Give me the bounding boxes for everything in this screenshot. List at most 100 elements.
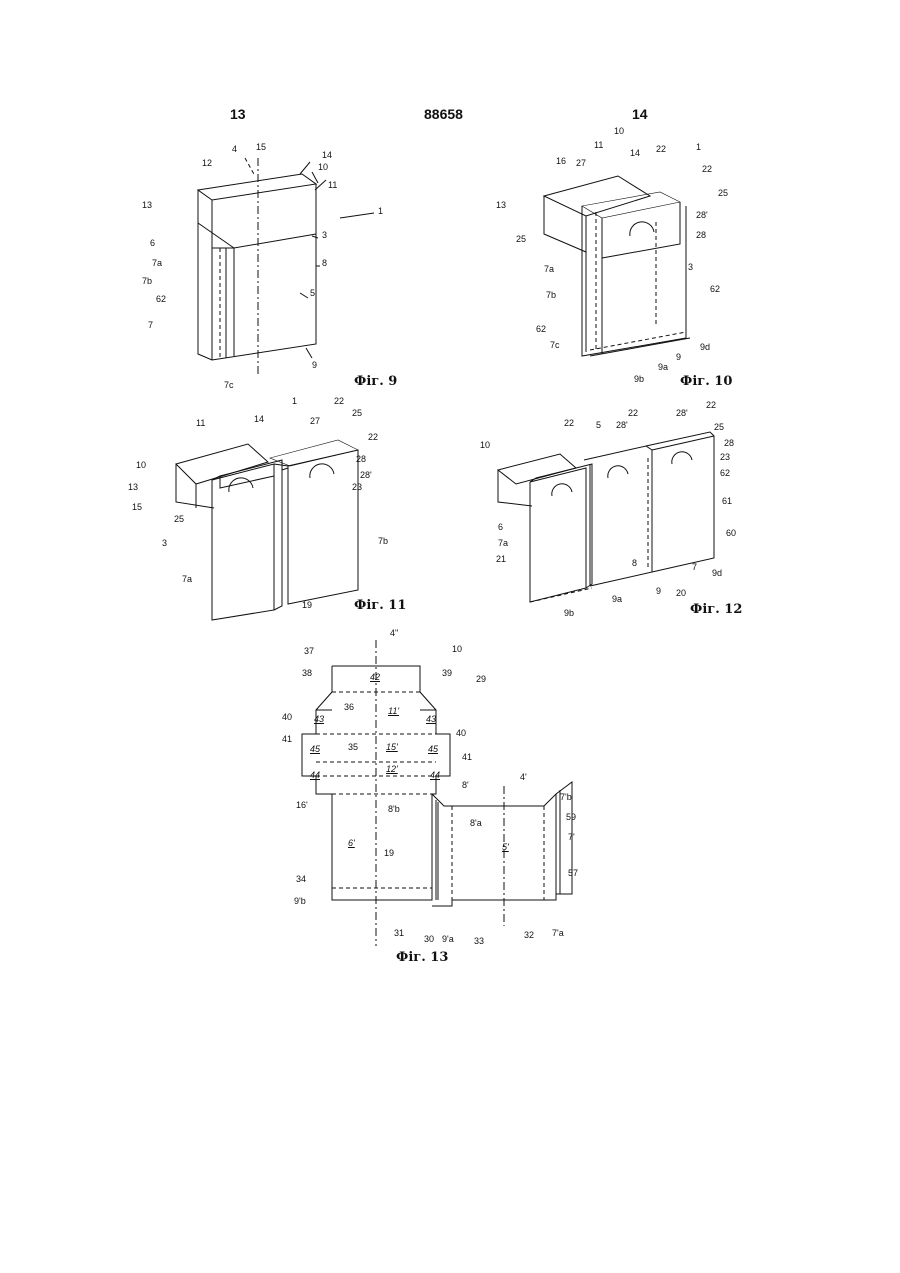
fig13-label: 19 <box>384 848 394 858</box>
figure-13-caption: Фiг. 13 <box>396 950 448 965</box>
fig12-label: 20 <box>676 588 686 598</box>
fig10-label: 9a <box>658 362 668 372</box>
fig11-label: 14 <box>254 414 264 424</box>
fig11-label: 3 <box>162 538 167 548</box>
fig10-label: 62 <box>710 284 720 294</box>
fig13-label: 9'a <box>442 934 454 944</box>
fig9-label: 13 <box>142 200 152 210</box>
fig13-label: 34 <box>296 874 306 884</box>
fig9-label: 3 <box>322 230 327 240</box>
figure-11 <box>124 392 404 622</box>
page-number-left: 13 <box>230 106 246 122</box>
fig11-label: 22 <box>368 432 378 442</box>
fig13-label: 57 <box>568 868 578 878</box>
fig12-label: 9a <box>612 594 622 604</box>
fig13-label: 37 <box>304 646 314 656</box>
fig13-label: 40 <box>456 728 466 738</box>
fig10-label: 1 <box>696 142 701 152</box>
fig13-label: 31 <box>394 928 404 938</box>
fig13-label: 44 <box>430 770 440 780</box>
page-number-right: 14 <box>632 106 648 122</box>
fig10-label: 3 <box>688 262 693 272</box>
fig12-label: 21 <box>496 554 506 564</box>
fig12-label: 7 <box>692 562 697 572</box>
figure-10 <box>490 126 730 386</box>
fig10-label: 11 <box>594 140 603 150</box>
fig12-label: 8 <box>632 558 637 568</box>
figure-9-labels <box>140 138 400 398</box>
fig13-label: 12' <box>386 764 398 774</box>
fig10-label: 10 <box>614 126 624 136</box>
fig13-label: 11' <box>388 706 399 716</box>
fig10-label: 22 <box>656 144 666 154</box>
fig12-label: 61 <box>722 496 732 506</box>
fig12-label: 9 <box>656 586 661 596</box>
fig12-label: 28' <box>676 408 688 418</box>
patent-number: 88658 <box>424 106 463 122</box>
fig11-label: 25 <box>352 408 362 418</box>
fig13-label: 41 <box>462 752 472 762</box>
fig13-label: 30 <box>424 934 434 944</box>
fig11-label: 28' <box>360 470 372 480</box>
fig10-label: 22 <box>702 164 712 174</box>
fig11-label: 22 <box>334 396 344 406</box>
fig10-label: 28' <box>696 210 708 220</box>
fig13-label: 8'b <box>388 804 400 814</box>
fig11-label: 19 <box>302 600 312 610</box>
fig12-label: 9d <box>712 568 722 578</box>
fig13-label: 59 <box>566 812 576 822</box>
fig11-label: 28 <box>356 454 366 464</box>
fig13-label: 44 <box>310 770 320 780</box>
fig13-label: 9'b <box>294 896 306 906</box>
fig11-label: 25 <box>174 514 184 524</box>
fig9-label: 9 <box>312 360 317 370</box>
fig13-label: 41 <box>282 734 292 744</box>
fig10-label: 9 <box>676 352 681 362</box>
fig12-label: 25 <box>714 422 724 432</box>
fig9-label: 62 <box>156 294 166 304</box>
fig10-label: 28 <box>696 230 706 240</box>
fig9-label: 7b <box>142 276 152 286</box>
fig13-label: 40 <box>282 712 292 722</box>
fig10-label: 7b <box>546 290 556 300</box>
fig12-label: 10 <box>480 440 490 450</box>
fig9-label: 11 <box>328 180 337 190</box>
fig9-label: 4 <box>232 144 237 154</box>
fig13-label: 38 <box>302 668 312 678</box>
fig11-label: 23 <box>352 482 362 492</box>
figure-11-caption: Фiг. 11 <box>354 598 406 613</box>
fig9-label: 6 <box>150 238 155 248</box>
fig12-label: 9b <box>564 608 574 618</box>
fig13-label: 45 <box>428 744 438 754</box>
fig12-label: 28' <box>616 420 628 430</box>
figure-11-drawing <box>124 392 404 622</box>
fig13-label: 5' <box>502 842 509 852</box>
fig13-label: 36 <box>344 702 354 712</box>
fig13-label: 29 <box>476 674 486 684</box>
fig10-label: 14 <box>630 148 640 158</box>
figure-12-caption: Фiг. 12 <box>690 602 742 617</box>
fig9-label: 7c <box>224 380 234 390</box>
fig11-label: 1 <box>292 396 297 406</box>
fig13-label: 39 <box>442 668 452 678</box>
fig9-label: 8 <box>322 258 327 268</box>
figure-9 <box>140 138 400 398</box>
fig10-label: 25 <box>718 188 728 198</box>
fig9-label: 10 <box>318 162 328 172</box>
fig10-label: 25 <box>516 234 526 244</box>
fig13-label: 33 <box>474 936 484 946</box>
fig13-label: 8' <box>462 780 469 790</box>
fig10-label: 9b <box>634 374 644 384</box>
fig13-label: 4'' <box>390 628 398 638</box>
fig12-label: 22 <box>706 400 716 410</box>
fig10-label: 7c <box>550 340 560 350</box>
fig13-label: 15' <box>386 742 398 752</box>
fig10-label: 62 <box>536 324 546 334</box>
fig13-label: 7'b <box>560 792 572 802</box>
fig9-label: 5 <box>310 288 315 298</box>
fig11-label: 10 <box>136 460 146 470</box>
fig10-label: 13 <box>496 200 506 210</box>
fig11-label: 13 <box>128 482 138 492</box>
fig12-label: 6 <box>498 522 503 532</box>
fig13-label: 6' <box>348 838 355 848</box>
